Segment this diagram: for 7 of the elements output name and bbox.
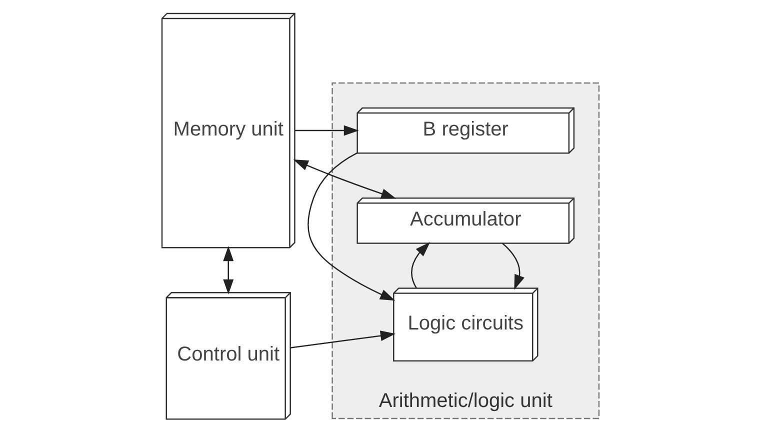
arrow [290,330,396,348]
arrow [295,125,359,136]
arrow [411,242,430,288]
arrow [223,246,234,294]
arrow [502,242,524,290]
arrow [293,159,396,199]
arrow [308,152,396,301]
